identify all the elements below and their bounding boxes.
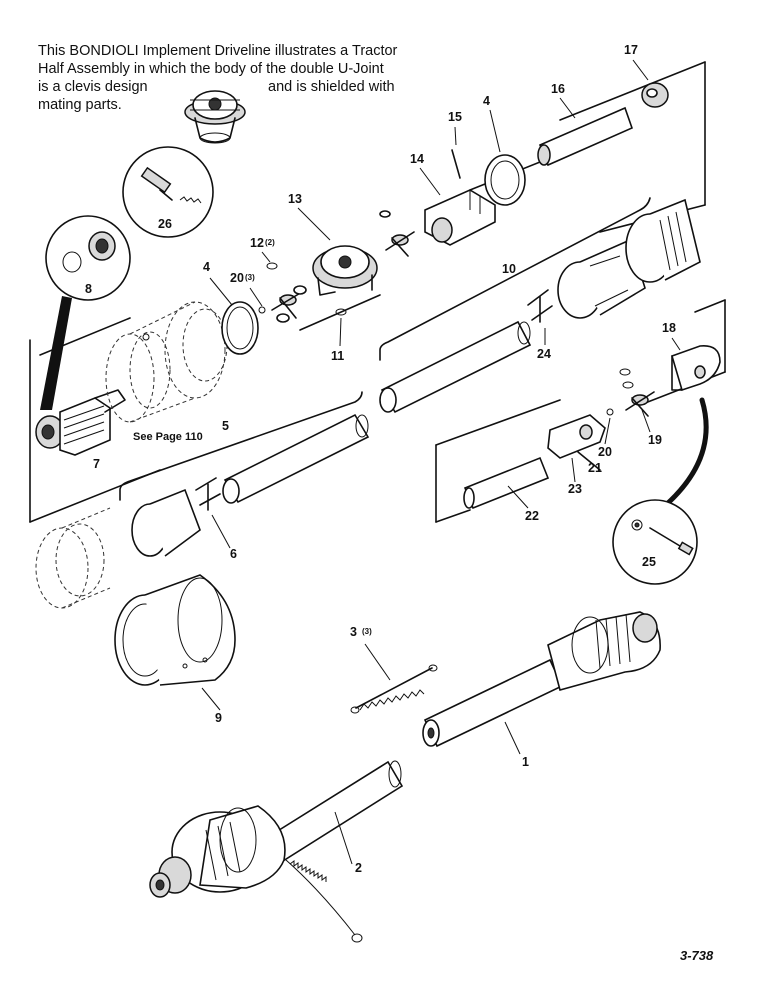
callout-1: 1 xyxy=(522,755,529,769)
callout-4a: 4 xyxy=(203,260,210,274)
callout-15: 15 xyxy=(448,110,462,124)
detail-circle-25: 25 xyxy=(612,397,709,585)
caption-line-2: Half Assembly in which the body of the d… xyxy=(38,61,384,77)
part-7-yoke: 7 xyxy=(35,389,126,471)
shield-dashed-large xyxy=(35,507,111,609)
tube-upper xyxy=(379,320,532,414)
part-24-and-shields: 24 xyxy=(527,198,701,361)
callout-3-qty: (3) xyxy=(362,627,372,636)
bracket-10: 10 xyxy=(379,197,651,361)
caption-line-3a: is a clevis design xyxy=(38,79,148,95)
callout-12-qty: (2) xyxy=(265,238,275,247)
part-18-yoke: 18 xyxy=(662,321,721,392)
part-3-chain: 3 (3) xyxy=(350,625,438,714)
part-4-bearing-ring-left: 4 xyxy=(203,260,259,355)
callout-18: 18 xyxy=(662,321,676,335)
callout-16: 16 xyxy=(551,82,565,96)
caption-line-1: This BONDIOLI Implement Driveline illust… xyxy=(38,43,398,59)
callout-5: 5 xyxy=(222,419,229,433)
part-2-shaft-half: 2 xyxy=(149,760,404,943)
callout-14: 14 xyxy=(410,152,424,166)
bracket-5: 5 See Page 110 xyxy=(119,391,363,501)
part-6-and-shield: 6 xyxy=(131,477,237,561)
callout-9: 9 xyxy=(215,711,222,725)
callout-21: 21 xyxy=(588,461,602,475)
callout-20b: 20 xyxy=(598,445,612,459)
callout-13: 13 xyxy=(288,192,302,206)
caption-line-3b: and is shielded with xyxy=(268,79,395,95)
callout-6: 6 xyxy=(230,547,237,561)
callout-22: 22 xyxy=(525,509,539,523)
callout-24: 24 xyxy=(537,347,551,361)
caption-line-4: mating parts. xyxy=(38,97,122,113)
callout-17: 17 xyxy=(624,43,638,57)
callout-4b: 4 xyxy=(483,94,490,108)
callout-19: 19 xyxy=(648,433,662,447)
callout-8: 8 xyxy=(85,282,92,296)
part-9-shield-cone: 9 xyxy=(114,574,236,725)
part-1-shaft-half: 1 xyxy=(422,611,661,769)
callout-11: 11 xyxy=(331,349,344,363)
detail-circle-26: 26 xyxy=(122,146,214,238)
tube-lower xyxy=(222,413,370,504)
callout-20a: 20 xyxy=(230,271,244,285)
upper-right-parts: 14 15 4 16 17 xyxy=(410,43,669,246)
callout-26: 26 xyxy=(158,217,172,231)
callout-12: 12 xyxy=(250,236,264,250)
callout-2: 2 xyxy=(355,861,362,875)
see-page-reference: See Page 110 xyxy=(133,431,203,443)
clevis-yoke-thumbnail xyxy=(184,90,246,144)
callout-25: 25 xyxy=(642,555,656,569)
callout-3: 3 xyxy=(350,625,357,639)
callout-20a-qty: (3) xyxy=(245,273,255,282)
cross-and-clevis-group: 20 (3) 12 (2) 11 13 xyxy=(230,192,415,363)
callout-10: 10 xyxy=(502,262,516,276)
callout-7: 7 xyxy=(93,457,100,471)
detail-circle-8: 8 xyxy=(40,215,131,410)
figure-number: 3-738 xyxy=(680,948,714,963)
lower-right-parts: 19 20 21 23 22 xyxy=(463,368,662,523)
callout-23: 23 xyxy=(568,482,582,496)
